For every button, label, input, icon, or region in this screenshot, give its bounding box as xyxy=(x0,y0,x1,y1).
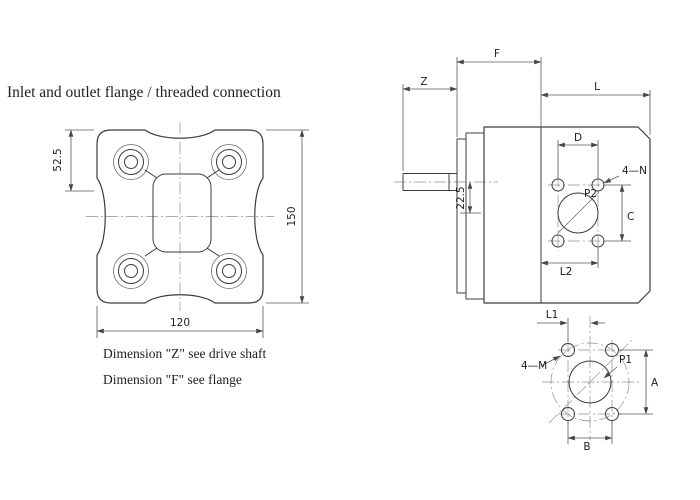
leader-line xyxy=(540,355,561,367)
bolt-boss xyxy=(211,253,247,289)
dim-120-label: 120 xyxy=(170,317,190,329)
rib-line xyxy=(144,247,158,257)
bolt-boss xyxy=(113,144,149,180)
dim-c-label: C xyxy=(627,211,634,223)
port-p1: P1 xyxy=(603,354,632,379)
bolt-note-n: 4—N xyxy=(603,165,647,184)
bolt-hole-inner xyxy=(124,264,138,278)
side-view: P2 D 4—N C L2 22.5 xyxy=(394,48,651,304)
dim-150: 150 xyxy=(266,129,309,304)
flange-bore xyxy=(568,360,612,404)
flange-bolt-hole xyxy=(561,407,575,421)
dim-l1-label: L1 xyxy=(546,309,559,321)
bolt-hole-inner xyxy=(222,264,236,278)
port-bolt-hole xyxy=(591,234,605,248)
bolt-boss xyxy=(113,253,149,289)
rib-line xyxy=(206,247,220,257)
dim-a-label: A xyxy=(651,377,659,389)
bolt-note-m: 4—M xyxy=(521,355,561,372)
front-flange-section xyxy=(465,132,485,300)
flange-bolt-hole xyxy=(561,343,575,357)
dim-l2-label: L2 xyxy=(560,266,573,278)
rib-line xyxy=(206,169,220,179)
dim-150-label: 150 xyxy=(286,206,298,226)
bolt-note-n-label: 4—N xyxy=(622,165,647,177)
pump-body-outline xyxy=(96,129,264,304)
dim-52-5: 52.5 xyxy=(52,129,94,192)
note-dimension-z: Dimension "Z" see drive shaft xyxy=(103,346,266,361)
dim-d: D xyxy=(557,132,599,178)
bolt-hole xyxy=(216,149,242,175)
port-bolt-hole xyxy=(591,178,605,192)
front-view: 52.5 150 120 xyxy=(52,122,309,338)
note-dimension-f: Dimension "F" see flange xyxy=(103,372,242,387)
bolt-hole-inner xyxy=(222,155,236,169)
bolt-hole xyxy=(118,258,144,284)
dim-b: B xyxy=(567,421,613,453)
dim-b-label: B xyxy=(583,441,590,453)
rib-line xyxy=(144,169,158,179)
flange-bolt-hole xyxy=(605,343,619,357)
dim-c: C xyxy=(605,184,634,242)
dim-a: A xyxy=(619,349,659,415)
rear-flange-view: L1 4—M P1 A B xyxy=(521,309,659,453)
center-chamber-outline xyxy=(152,173,212,253)
bolt-hole xyxy=(216,258,242,284)
dim-120: 120 xyxy=(96,306,264,338)
dim-z-label: Z xyxy=(420,76,427,88)
port-p2-label: P2 xyxy=(584,188,597,200)
front-plate xyxy=(456,138,467,294)
dim-l: L xyxy=(540,81,651,135)
flange-bolt-hole xyxy=(605,407,619,421)
port-bolt-hole xyxy=(551,234,565,248)
bolt-boss xyxy=(211,144,247,180)
dim-22-5-label: 22.5 xyxy=(455,186,467,209)
dim-f-label: F xyxy=(494,48,500,60)
dim-l1: L1 xyxy=(537,309,605,342)
dim-d-label: D xyxy=(574,132,582,144)
main-housing-outline xyxy=(483,126,651,304)
bolt-note-m-label: 4—M xyxy=(521,360,547,372)
dim-z: Z xyxy=(402,76,458,171)
dim-l-label: L xyxy=(594,81,600,93)
dim-f: F xyxy=(456,48,542,137)
dim-22-5: 22.5 xyxy=(455,181,481,214)
leader-line xyxy=(603,366,618,379)
bolt-circle xyxy=(550,342,630,422)
dim-l2: L2 xyxy=(540,248,599,278)
port-p1-label: P1 xyxy=(619,354,632,366)
dim-52-5-label: 52.5 xyxy=(52,148,64,171)
leader-line xyxy=(603,175,620,184)
port-bolt-hole xyxy=(551,178,565,192)
drawing-title: Inlet and outlet flange / threaded conne… xyxy=(7,84,281,101)
bolt-hole xyxy=(118,149,144,175)
port-bore xyxy=(557,192,599,234)
port-diagonal-line xyxy=(556,191,600,235)
bolt-hole-inner xyxy=(124,155,138,169)
